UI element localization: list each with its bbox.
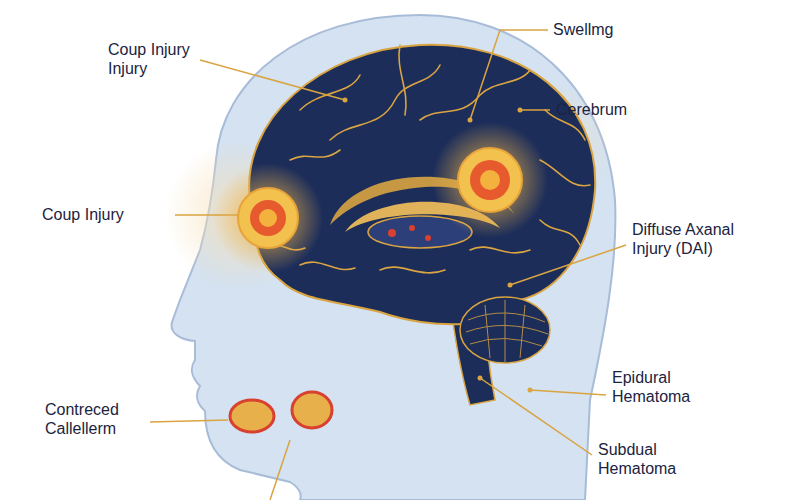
label-text: Coup Injury	[42, 206, 124, 223]
callout-label: Subdual Hematoma	[598, 440, 698, 478]
label-text: Subdual Hematoma	[598, 441, 676, 477]
callout-label: Epidural Hematoma	[612, 368, 712, 406]
callout-label: Coup Injury Injury	[108, 40, 208, 78]
label-text: Coup Injury Injury	[108, 41, 190, 77]
leader-lines	[150, 30, 626, 500]
label-text: Epidural Hematoma	[612, 369, 690, 405]
cerebellum	[460, 297, 550, 363]
callout-label: Diffuse Axanal Injury (DAI)	[632, 220, 767, 258]
label-text: Diffuse Axanal Injury (DAI)	[632, 221, 734, 257]
callout-label: Swellmg	[553, 20, 663, 39]
callout-label: Contreced Callellerm	[45, 400, 147, 438]
label-text: Cerebrum	[556, 101, 627, 118]
label-text: Contreced Callellerm	[45, 401, 119, 437]
label-text: Swellmg	[553, 21, 613, 38]
head-silhouette	[172, 15, 616, 500]
callout-label: Coup Injury	[42, 205, 172, 224]
callout-label: Cerebrum	[556, 100, 666, 119]
